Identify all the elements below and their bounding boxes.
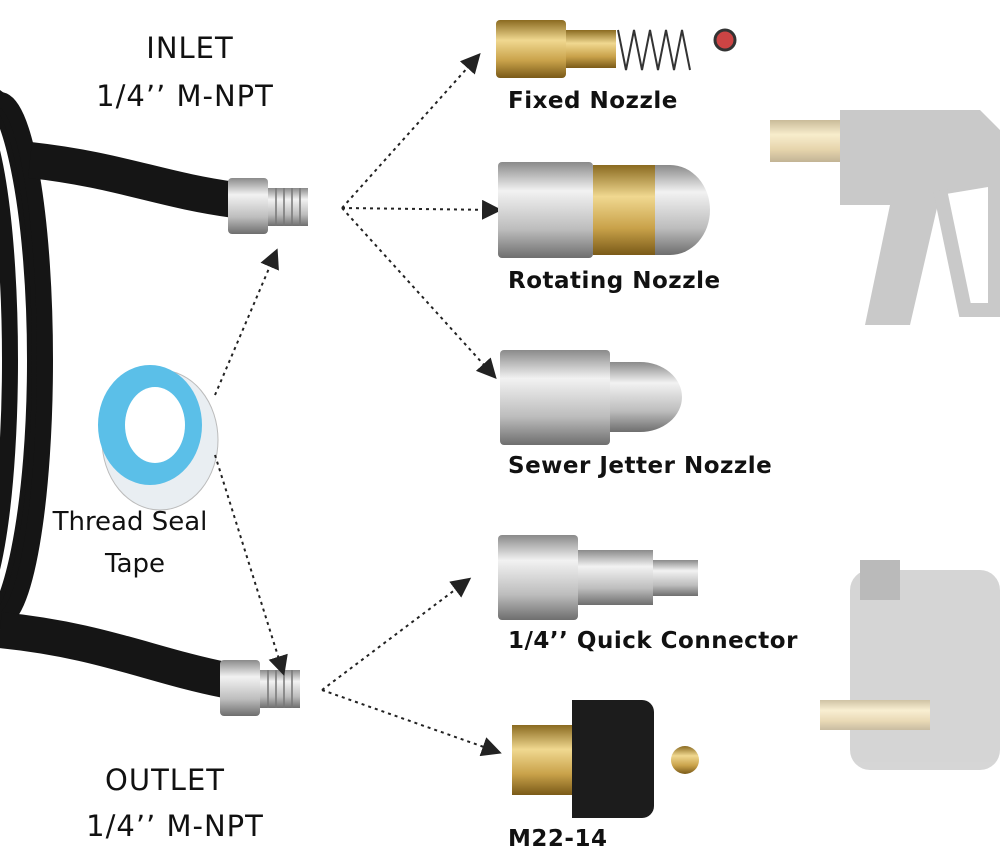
inlet-spec: 1/4’’ M-NPT (96, 79, 274, 113)
fixed-nozzle-label: Fixed Nozzle (508, 88, 678, 114)
outlet-title: OUTLET (105, 763, 225, 797)
spray-gun-image (770, 110, 1000, 325)
inlet-fitting (228, 178, 308, 234)
outlet-spec: 1/4’’ M-NPT (86, 809, 264, 843)
quick-connector-image (498, 535, 698, 620)
inlet-hose (28, 142, 238, 218)
pump-image (820, 560, 1000, 770)
outlet-hose (0, 612, 229, 698)
inlet-title: INLET (146, 31, 233, 65)
tape-label-line1: Thread Seal (52, 507, 208, 537)
sewer-nozzle-label: Sewer Jetter Nozzle (508, 453, 772, 479)
rotating-nozzle-label: Rotating Nozzle (508, 268, 721, 294)
rotating-nozzle-image (498, 162, 710, 258)
m22-adapter-image (512, 700, 699, 818)
thread-seal-tape (98, 365, 219, 511)
outlet-fitting (220, 660, 300, 716)
quick-connector-label: 1/4’’ Quick Connector (508, 628, 798, 654)
sewer-nozzle-image (500, 350, 682, 445)
connection-arrows (214, 53, 502, 757)
tape-label-line2: Tape (104, 549, 165, 579)
hose-coil (0, 90, 53, 630)
fixed-nozzle-image (496, 20, 737, 78)
m22-label: M22-14 (508, 826, 607, 851)
